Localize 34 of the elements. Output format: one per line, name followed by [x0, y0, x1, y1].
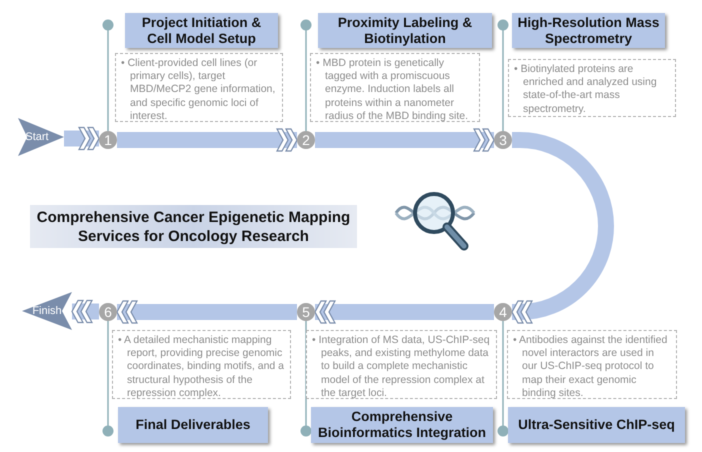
step-heading-box: Ultra-Sensitive ChIP-seq [508, 407, 685, 443]
step-number-circle: 4 [494, 303, 512, 321]
step-heading-box: Final Deliverables [118, 407, 268, 443]
step-number-circle: 6 [99, 303, 117, 321]
timeline-track [315, 128, 495, 152]
timeline-stem [102, 20, 114, 131]
description-box: • A detailed mechanistic mapping report, providing precise genomic coordinates, binding motifs, and a structural hypothesis of the repression complex. [112, 330, 291, 399]
timeline-track [511, 132, 614, 324]
timeline-track [117, 128, 298, 152]
timeline-stem [498, 20, 508, 131]
step-number-circle: 1 [99, 131, 117, 149]
description-box: • Antibodies against the identified novel interactors are used in our US-ChIP-seq protocol to map their exact genomic binding sites. [507, 330, 677, 399]
timeline-track [71, 300, 99, 324]
start-arrow: Start [18, 118, 64, 156]
description-box: • Integration of MS data, US-ChIP-seq peaks, and existing methylome data to build a complete mechanistic model of the repression complex at the target loci. [306, 330, 497, 399]
description-box: • Biotinylated proteins are enriched and analyzed using state-of-the-art mass spectrometry. [508, 59, 676, 117]
step-heading-box: High-Resolution Mass Spectrometry [512, 13, 665, 48]
step-heading-box: Comprehensive Bioinformatics Integration [311, 407, 493, 443]
description-box: • MBD protein is genetically tagged with a promiscuous enzyme. Induction labels all proteins within a nanometer radius of the MBD binding site. [310, 53, 480, 122]
description-box: • Client-provided cell lines (or primary cells), target MBD/MeCP2 gene information, and specific genomic loci of interest. [115, 53, 283, 122]
step-heading-box: Project Initiation & Cell Model Setup [125, 13, 278, 48]
timeline-track [64, 126, 100, 150]
step-heading-box: Proximity Labeling & Biotinylation [318, 13, 492, 48]
step-number-circle: 5 [297, 303, 315, 321]
timeline-stem [498, 321, 508, 436]
finish-arrow: Finish [22, 292, 72, 330]
timeline-stem [300, 321, 312, 436]
title: Comprehensive Cancer Epigenetic Mapping Services for Oncology Research [30, 205, 357, 248]
timeline-stem [102, 321, 114, 436]
timeline-track [314, 300, 494, 324]
step-number-circle: 2 [297, 131, 315, 149]
timeline-track [116, 300, 297, 324]
timeline-stem [300, 20, 312, 131]
step-number-circle: 3 [494, 131, 512, 149]
